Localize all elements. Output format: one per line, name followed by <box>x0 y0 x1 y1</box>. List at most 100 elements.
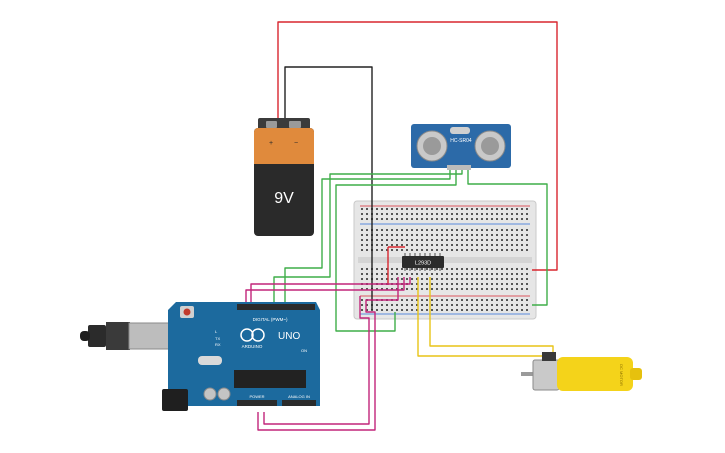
breadboard-hole <box>526 208 528 210</box>
breadboard-hole <box>501 218 503 220</box>
breadboard-hole <box>401 249 403 251</box>
breadboard-hole <box>366 278 368 280</box>
breadboard-hole <box>446 229 448 231</box>
breadboard-hole <box>476 218 478 220</box>
motor-terminal-block <box>542 352 556 361</box>
breadboard-hole <box>361 288 363 290</box>
breadboard-hole <box>506 244 508 246</box>
breadboard-hole <box>476 229 478 231</box>
breadboard-hole <box>441 208 443 210</box>
breadboard-hole <box>401 268 403 270</box>
on-led-label: ON <box>301 348 307 353</box>
breadboard-hole <box>511 249 513 251</box>
breadboard-hole <box>501 278 503 280</box>
breadboard-hole <box>451 278 453 280</box>
breadboard-hole <box>421 244 423 246</box>
breadboard-hole <box>366 304 368 306</box>
breadboard-hole <box>511 213 513 215</box>
breadboard-hole <box>406 268 408 270</box>
breadboard-hole <box>446 304 448 306</box>
breadboard-hole <box>421 229 423 231</box>
breadboard-hole <box>376 273 378 275</box>
chip-pin <box>409 253 411 256</box>
breadboard-hole <box>426 218 428 220</box>
breadboard-hole <box>411 304 413 306</box>
breadboard-hole <box>476 213 478 215</box>
breadboard-hole <box>516 278 518 280</box>
breadboard-hole <box>376 268 378 270</box>
breadboard-hole <box>361 234 363 236</box>
breadboard-hole <box>441 278 443 280</box>
breadboard-hole <box>406 208 408 210</box>
breadboard-hole <box>386 268 388 270</box>
wire-green-sensor-gnd <box>335 168 457 332</box>
breadboard-hole <box>526 234 528 236</box>
breadboard-hole <box>426 229 428 231</box>
breadboard-hole <box>376 288 378 290</box>
breadboard-hole <box>526 309 528 311</box>
breadboard-hole <box>446 234 448 236</box>
breadboard-hole <box>521 273 523 275</box>
chip-pin <box>429 253 431 256</box>
breadboard-hole <box>491 268 493 270</box>
motor-shaft <box>521 372 535 376</box>
breadboard-hole <box>416 208 418 210</box>
power-header <box>237 400 277 406</box>
breadboard-hole <box>391 213 393 215</box>
breadboard-hole <box>391 218 393 220</box>
breadboard-hole <box>441 239 443 241</box>
breadboard-hole <box>526 213 528 215</box>
breadboard-hole <box>496 244 498 246</box>
breadboard-hole <box>381 218 383 220</box>
breadboard-hole <box>416 249 418 251</box>
breadboard-hole <box>361 299 363 301</box>
breadboard-hole <box>491 304 493 306</box>
breadboard-hole <box>436 249 438 251</box>
breadboard-hole <box>486 234 488 236</box>
breadboard-hole <box>451 213 453 215</box>
breadboard-hole <box>521 229 523 231</box>
breadboard-hole <box>441 288 443 290</box>
breadboard-hole <box>361 249 363 251</box>
battery-label-band <box>254 128 314 164</box>
breadboard-hole <box>366 288 368 290</box>
chip-pin <box>439 268 441 271</box>
breadboard-hole <box>396 304 398 306</box>
breadboard-hole <box>386 213 388 215</box>
breadboard-hole <box>476 278 478 280</box>
breadboard-hole <box>411 273 413 275</box>
breadboard-hole <box>471 309 473 311</box>
analog-header-label: ANALOG IN <box>288 394 310 399</box>
arduino-logo-icon <box>240 328 254 342</box>
breadboard-hole <box>466 249 468 251</box>
battery-positive-mark: + <box>269 140 273 147</box>
breadboard-hole <box>486 213 488 215</box>
breadboard-hole <box>506 218 508 220</box>
breadboard-hole <box>506 208 508 210</box>
breadboard-hole <box>451 309 453 311</box>
breadboard-hole <box>441 299 443 301</box>
breadboard-hole <box>386 244 388 246</box>
breadboard-hole <box>386 229 388 231</box>
breadboard-hole <box>441 283 443 285</box>
breadboard-hole <box>471 278 473 280</box>
breadboard-hole <box>456 268 458 270</box>
breadboard-hole <box>476 273 478 275</box>
breadboard-hole <box>526 283 528 285</box>
breadboard-hole <box>496 213 498 215</box>
breadboard-hole <box>521 239 523 241</box>
breadboard-hole <box>481 283 483 285</box>
breadboard-hole <box>391 304 393 306</box>
breadboard-hole <box>436 208 438 210</box>
breadboard-hole <box>431 304 433 306</box>
breadboard-hole <box>461 239 463 241</box>
breadboard-hole <box>466 244 468 246</box>
breadboard-hole <box>421 283 423 285</box>
breadboard-hole <box>491 244 493 246</box>
breadboard-hole <box>396 249 398 251</box>
breadboard-hole <box>406 273 408 275</box>
breadboard-hole <box>476 244 478 246</box>
wire-magenta-2 <box>250 277 411 306</box>
breadboard-hole <box>361 304 363 306</box>
breadboard-hole <box>461 299 463 301</box>
